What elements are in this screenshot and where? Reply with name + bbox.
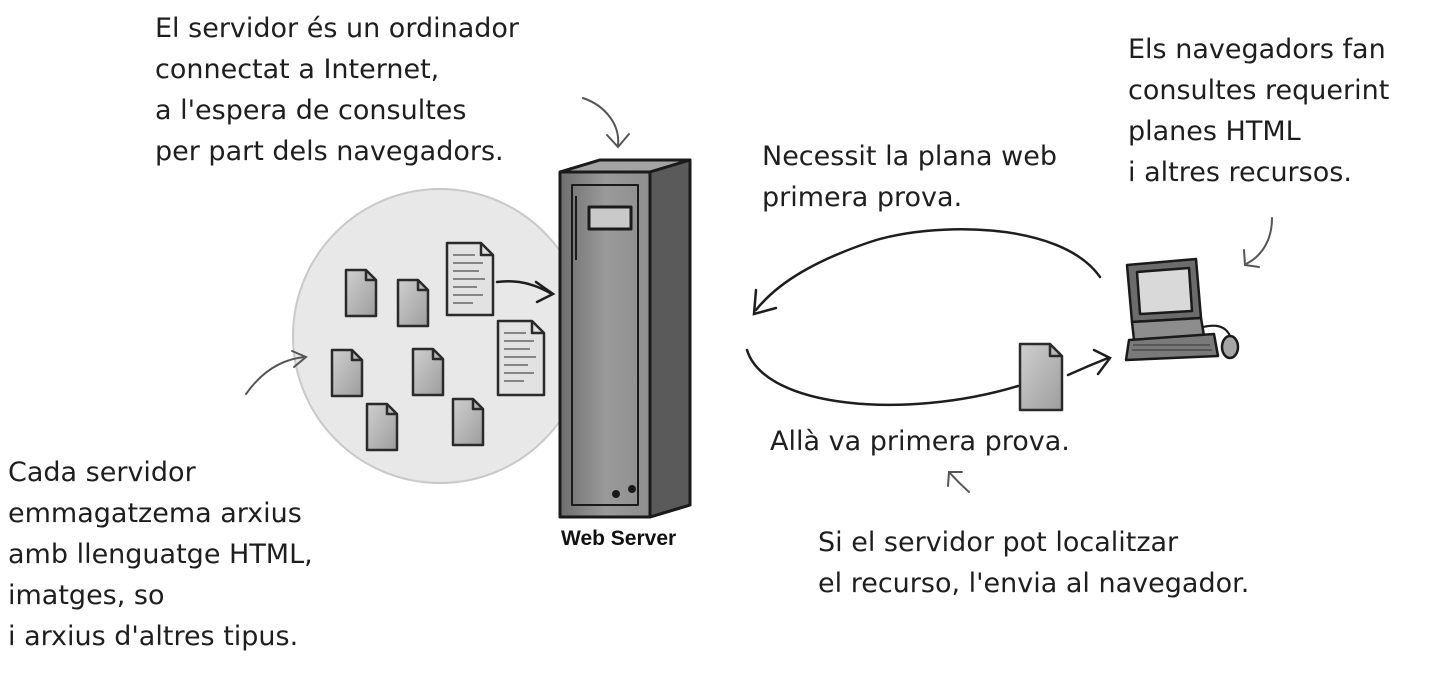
arrow-icon [245, 356, 306, 395]
locate-description: Si el servidor pot localitzar el recurso… [818, 522, 1249, 604]
browsers-description: Els navegadors fan consultes requerint p… [1128, 29, 1389, 193]
stray-mark [280, 516, 284, 523]
note-line: imatges, so [8, 580, 165, 611]
stored-files [330, 241, 546, 452]
note-line: consultes requerint [1128, 75, 1390, 106]
document-icon [365, 402, 399, 452]
document-icon [451, 397, 485, 447]
arrow-icon [495, 280, 556, 304]
html-document-icon [445, 241, 495, 317]
note-line: Si el servidor pot localitzar [818, 527, 1179, 558]
note-line: a l'espera de consultes [155, 95, 467, 126]
note-line: Els navegadors fan [1128, 34, 1386, 65]
note-line: primera prova. [762, 182, 963, 213]
note-line: per part dels navegadors. [155, 136, 504, 167]
document-icon [330, 348, 364, 398]
note-line: connectat a Internet, [155, 54, 440, 85]
note-line: emmagatzema arxius [8, 498, 302, 529]
note-line: El servidor és un ordinador [155, 13, 520, 44]
request-arrow-icon [752, 228, 1102, 316]
note-line: amb llenguatge HTML, [8, 539, 313, 570]
storage-description: Cada servidor emmagatzema arxius amb lle… [8, 452, 313, 657]
arrow-icon [1245, 217, 1273, 265]
response-arrow-icon [745, 348, 1112, 407]
annotation-arrows [245, 97, 1273, 493]
note-line: i arxius d'altres tipus. [8, 621, 299, 652]
document-icon [344, 268, 378, 318]
note-line: i altres recursos. [1128, 157, 1352, 188]
note-line: Allà va primera prova. [770, 426, 1070, 457]
document-icon [396, 278, 430, 328]
document-icon [411, 347, 445, 397]
desktop-computer-icon [1124, 257, 1240, 362]
note-line: el recurso, l'envia al navegador. [818, 568, 1250, 599]
note-line: Necessit la plana web [762, 141, 1057, 172]
web-server-tower-icon [558, 158, 692, 519]
server-label: Web Server [561, 527, 677, 550]
server-description: El servidor és un ordinador connectat a … [155, 8, 519, 172]
html-document-icon [496, 319, 546, 397]
document-icon [1018, 342, 1064, 412]
note-line: planes HTML [1128, 116, 1301, 147]
arrow-icon [582, 97, 620, 146]
response-message: Allà va primera prova. [770, 421, 1070, 462]
arrow-icon [949, 472, 970, 493]
note-line: Cada servidor [8, 457, 196, 488]
request-message: Necessit la plana web primera prova. [762, 136, 1057, 218]
